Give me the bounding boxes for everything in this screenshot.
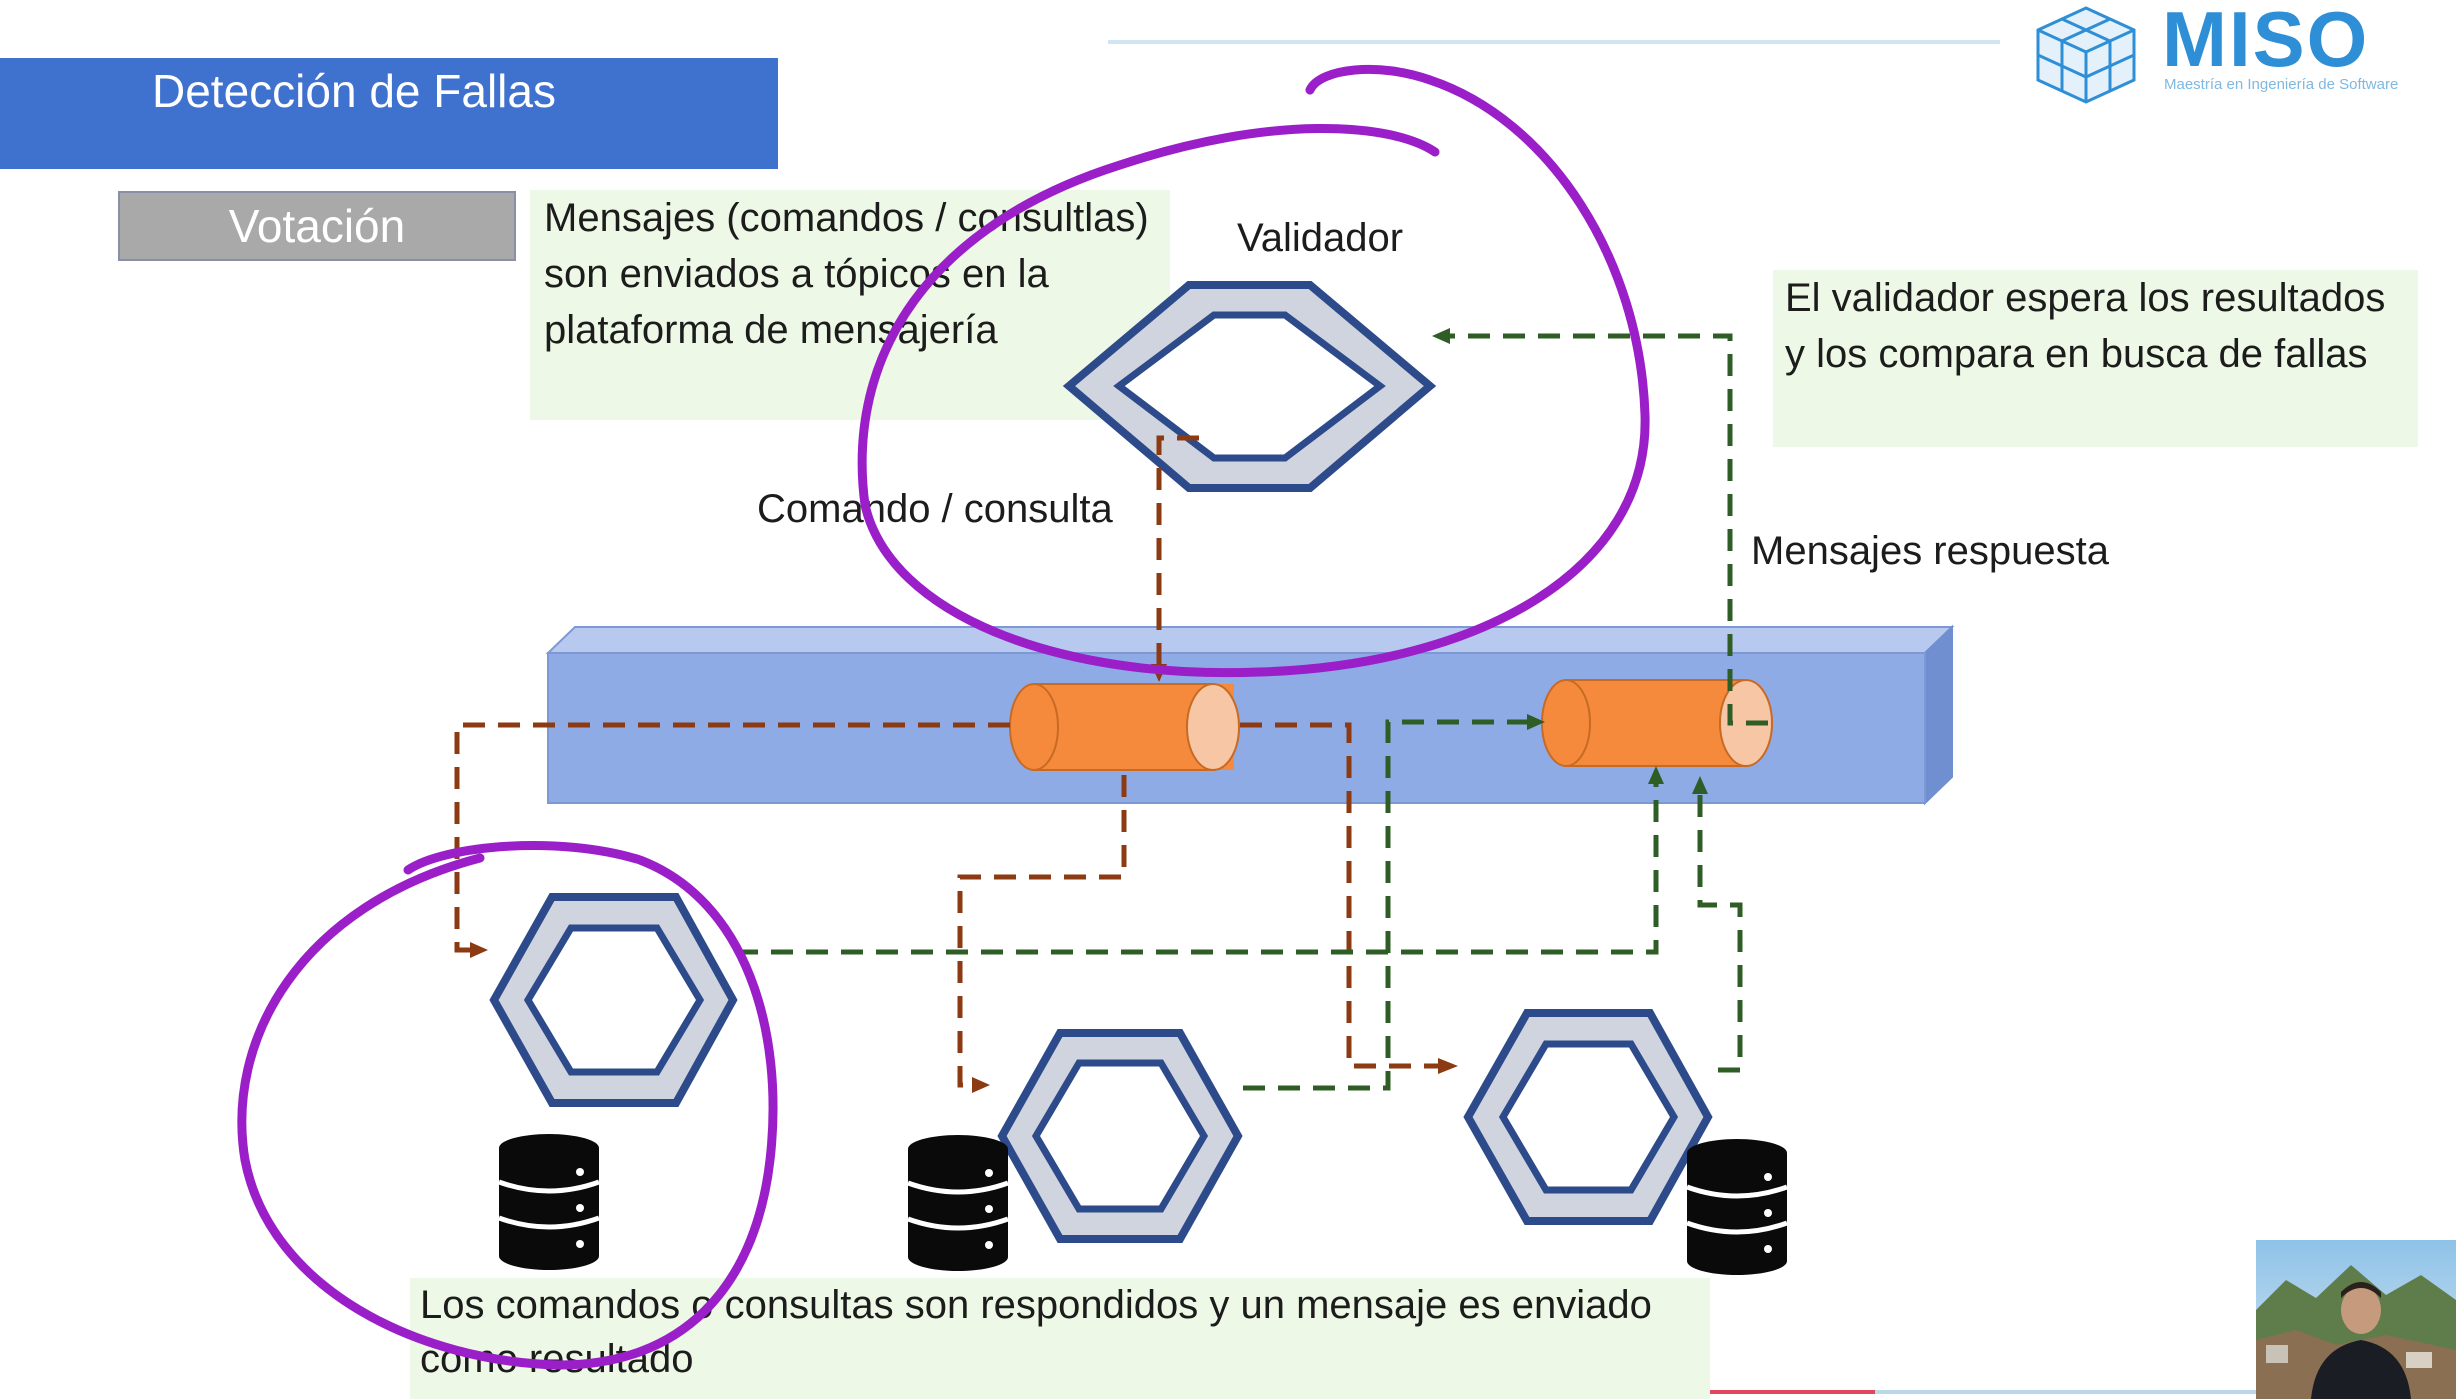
database-icon	[1686, 1139, 1788, 1275]
response-flow	[736, 333, 1768, 1091]
command-label: Comando / consulta	[757, 487, 1113, 531]
callout-validator: El validador espera los resultados y los…	[1773, 270, 2418, 447]
annotation-circle-validator	[857, 64, 1650, 678]
validator-label: Validador	[1237, 216, 1404, 260]
presenter-webcam	[2256, 1240, 2456, 1399]
cube-grid-icon	[2036, 6, 2136, 104]
response-topic	[1541, 679, 1773, 767]
logo-text: MISO	[2162, 0, 2370, 83]
command-flow	[454, 435, 1440, 1088]
subsection-chip: Votación	[118, 191, 516, 261]
service-node-1	[489, 893, 738, 1107]
service-node-2	[997, 1029, 1243, 1243]
annotation-circle-node	[237, 841, 778, 1370]
command-topic	[1009, 683, 1240, 771]
database-icon	[498, 1134, 600, 1270]
callout-messages: Mensajes (comandos / consultlas) son env…	[530, 190, 1170, 420]
service-node-3	[1463, 1009, 1713, 1225]
section-title: Detección de Fallas	[0, 58, 778, 169]
database-icon	[907, 1135, 1009, 1271]
validator-node	[1062, 281, 1437, 492]
response-arrowheads	[1432, 328, 1708, 794]
callout-responses: Los comandos o consultas son respondidos…	[410, 1278, 1710, 1399]
logo-subtitle: Maestría en Ingeniería de Software	[2164, 76, 2399, 93]
responses-label: Mensajes respuesta	[1751, 529, 2109, 573]
